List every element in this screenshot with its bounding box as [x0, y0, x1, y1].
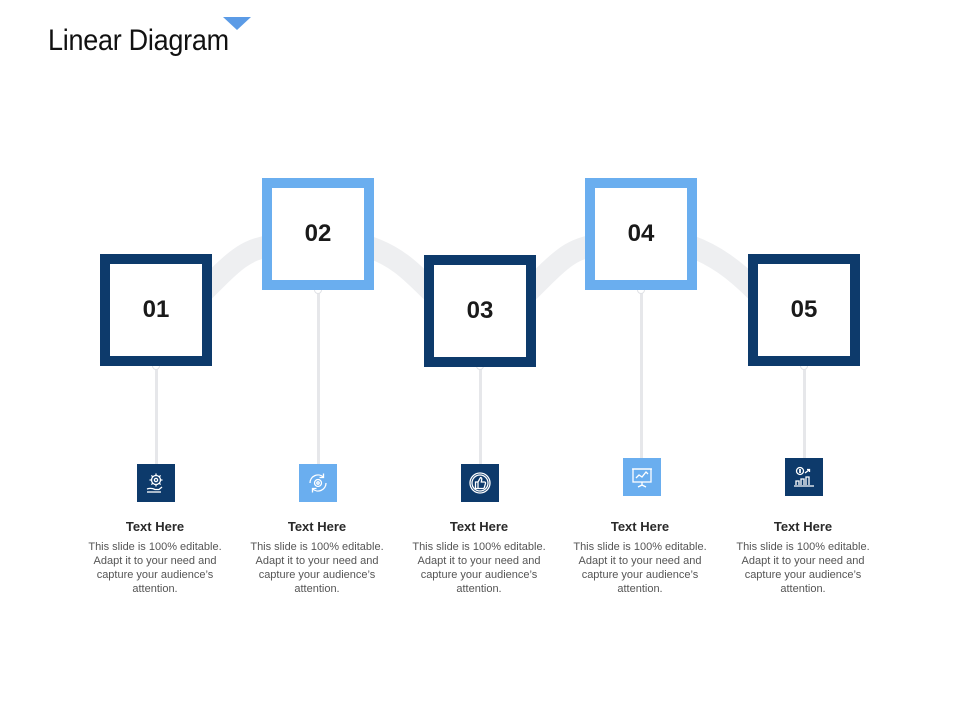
step-title: Text Here — [125, 519, 185, 534]
step-text-1: Text Here This slide is 100% editable. A… — [80, 519, 230, 596]
step-text-2: Text Here This slide is 100% editable. A… — [242, 519, 392, 596]
presentation-chart-icon — [623, 458, 661, 496]
step-text-4: Text Here This slide is 100% editable. A… — [565, 519, 715, 596]
stem-1 — [155, 366, 158, 464]
step-text-3: Text Here This slide is 100% editable. A… — [404, 519, 554, 596]
step-number: 03 — [466, 297, 494, 324]
stem-4 — [640, 290, 643, 458]
step-box-2: 02 — [262, 178, 374, 290]
step-box-4: 04 — [585, 178, 697, 290]
title-marker — [223, 17, 251, 30]
page-title: Linear Diagram — [48, 24, 229, 57]
step-number: 02 — [304, 220, 332, 247]
step-body: This slide is 100% editable. Adapt it to… — [736, 541, 870, 595]
step-text-5: Text Here This slide is 100% editable. A… — [728, 519, 878, 596]
step-body: This slide is 100% editable. Adapt it to… — [573, 541, 707, 595]
step-body: This slide is 100% editable. Adapt it to… — [412, 541, 546, 595]
step-body: This slide is 100% editable. Adapt it to… — [88, 541, 222, 595]
step-title: Text Here — [773, 519, 833, 534]
stem-2 — [317, 290, 320, 464]
stem-5 — [803, 366, 806, 458]
step-box-5: 05 — [748, 254, 860, 366]
stem-3 — [479, 366, 482, 464]
step-body: This slide is 100% editable. Adapt it to… — [250, 541, 384, 595]
cycle-icon — [299, 464, 337, 502]
dollar-growth-icon — [785, 458, 823, 496]
step-title: Text Here — [449, 519, 509, 534]
step-box-3: 03 — [424, 255, 536, 367]
step-number: 05 — [790, 296, 818, 323]
step-title: Text Here — [610, 519, 670, 534]
gear-hand-icon — [137, 464, 175, 502]
step-box-1: 01 — [100, 254, 212, 366]
step-title: Text Here — [287, 519, 347, 534]
step-number: 04 — [627, 220, 655, 247]
step-number: 01 — [142, 296, 170, 323]
thumbs-up-icon — [461, 464, 499, 502]
